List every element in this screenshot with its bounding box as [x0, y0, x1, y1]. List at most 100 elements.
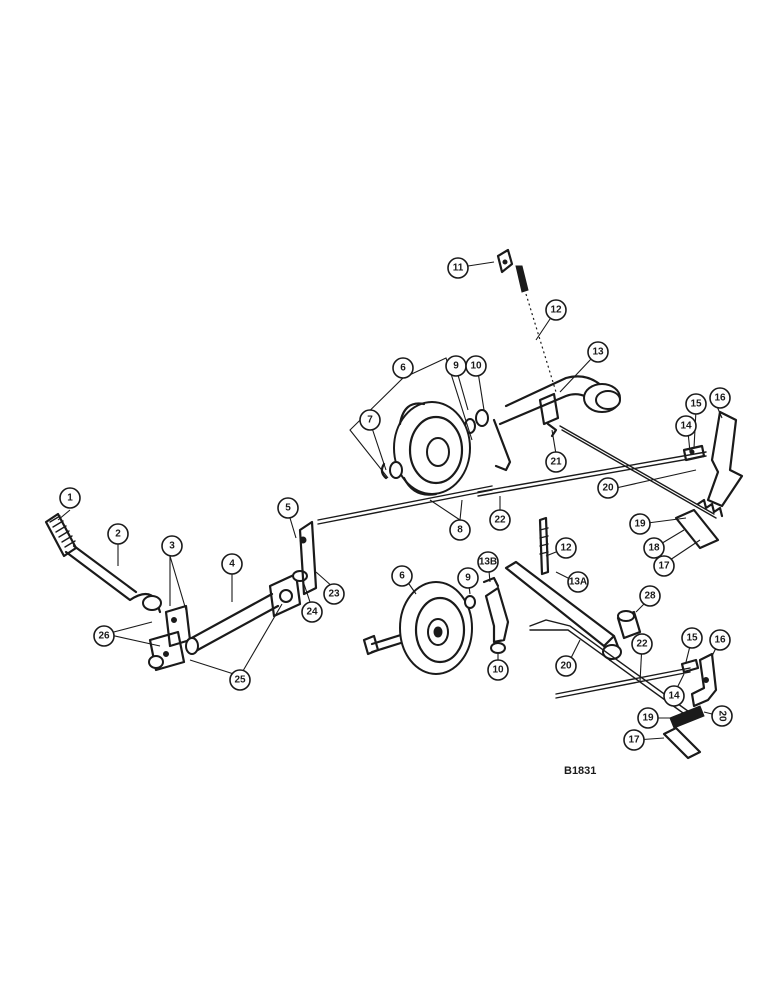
- flange-bore: [279, 589, 293, 603]
- callout-18: 18: [643, 537, 665, 559]
- callouts: 1 2 3 4 5 6 7 8 9 10 11 12 13 21 14 15 1…: [59, 257, 733, 751]
- bushing: [292, 570, 308, 582]
- svg-text:20: 20: [560, 661, 572, 672]
- callout-17-lower: 17: [623, 729, 645, 751]
- svg-text:18: 18: [648, 543, 660, 554]
- callout-13b: 13B: [477, 551, 499, 573]
- svg-text:2: 2: [115, 529, 121, 540]
- svg-text:26: 26: [98, 631, 110, 642]
- svg-text:22: 22: [494, 515, 506, 526]
- callout-6-lower: 6: [391, 565, 413, 587]
- svg-text:20: 20: [602, 483, 614, 494]
- callout-26: 26: [93, 625, 115, 647]
- svg-text:6: 6: [399, 571, 405, 582]
- lower-bracket: [484, 586, 510, 644]
- callout-19-upper: 19: [629, 513, 651, 535]
- callout-8: 8: [449, 519, 471, 541]
- svg-text:13A: 13A: [569, 577, 587, 588]
- svg-text:23: 23: [328, 589, 340, 600]
- washer: [475, 409, 489, 427]
- callout-9-upper: 9: [445, 355, 467, 377]
- lower-arm: [504, 560, 622, 662]
- pulley-groove: [414, 596, 466, 664]
- svg-text:17: 17: [658, 561, 670, 572]
- mount-bracket: [496, 248, 514, 274]
- svg-text:11: 11: [453, 263, 464, 274]
- nut: [464, 595, 476, 609]
- callout-12-lower: 12: [555, 537, 577, 559]
- svg-text:5: 5: [285, 503, 291, 514]
- svg-text:20: 20: [717, 710, 728, 722]
- svg-text:7: 7: [367, 415, 373, 426]
- callout-4: 4: [221, 553, 243, 575]
- svg-text:9: 9: [465, 573, 471, 584]
- spring-lower: [669, 705, 705, 729]
- svg-text:15: 15: [686, 633, 698, 644]
- washer: [148, 655, 164, 669]
- pulley-rim: [398, 402, 438, 496]
- callout-22-upper: 22: [489, 509, 511, 531]
- washer: [389, 461, 403, 479]
- clevis: [682, 444, 706, 462]
- svg-text:14: 14: [668, 691, 680, 702]
- clevis-pin: [689, 449, 695, 455]
- pulley-bore: [433, 626, 443, 638]
- svg-text:9: 9: [453, 361, 459, 372]
- callout-20-rotated: 20: [711, 705, 733, 727]
- callout-11: 11: [447, 257, 469, 279]
- svg-text:8: 8: [457, 525, 463, 536]
- callout-28: 28: [639, 585, 661, 607]
- svg-text:10: 10: [492, 665, 504, 676]
- svg-text:19: 19: [634, 519, 646, 530]
- bushing-top: [617, 610, 635, 622]
- bolt-thread: [539, 527, 549, 555]
- bolt-head: [362, 634, 380, 656]
- bushing: [490, 642, 506, 654]
- svg-text:13B: 13B: [479, 557, 497, 568]
- spring: [696, 498, 724, 518]
- lower-idler-assembly: [362, 516, 718, 760]
- snap-ring: [380, 462, 388, 480]
- callout-24: 24: [301, 601, 323, 623]
- svg-text:15: 15: [690, 399, 702, 410]
- cross-shaft: [186, 592, 280, 654]
- callout-15-upper: 15: [685, 393, 707, 415]
- callout-13a: 13A: [567, 571, 589, 593]
- shaft-end: [185, 637, 199, 655]
- callout-23: 23: [323, 583, 345, 605]
- callout-16-upper: 16: [709, 387, 731, 409]
- bolt-path: [525, 293, 557, 393]
- svg-text:6: 6: [400, 363, 406, 374]
- arm-tube-end: [595, 390, 621, 410]
- svg-text:16: 16: [714, 635, 726, 646]
- callout-5: 5: [277, 497, 299, 519]
- callout-2: 2: [107, 523, 129, 545]
- callout-20-upper: 20: [597, 477, 619, 499]
- svg-text:19: 19: [642, 713, 654, 724]
- callout-25: 25: [229, 669, 251, 691]
- svg-text:25: 25: [234, 675, 246, 686]
- callout-14-lower: 14: [663, 685, 685, 707]
- grip-knurl: [49, 515, 76, 548]
- pin-5: [299, 536, 307, 544]
- linkage-bracket: [706, 410, 744, 508]
- lever-hub: [142, 595, 162, 611]
- linkage-bracket-lower: [690, 652, 718, 708]
- upper-idler-assembly: [380, 248, 744, 550]
- bracket-hole: [163, 651, 169, 657]
- bracket-hole: [171, 617, 177, 623]
- shaft-arm: [298, 520, 318, 596]
- callout-19-lower: 19: [637, 707, 659, 729]
- callout-20-lower: 20: [555, 655, 577, 677]
- callout-16-lower: 16: [709, 629, 731, 651]
- callout-9-lower: 9: [457, 567, 479, 589]
- callout-13: 13: [587, 341, 609, 363]
- arm-end: [602, 644, 622, 660]
- arm-bracket: [538, 392, 560, 426]
- control-rod: [317, 485, 493, 525]
- flange-plate: [268, 572, 302, 618]
- pulley-hub: [426, 437, 450, 467]
- flat-bar-lower: [662, 726, 702, 760]
- pin-13b: [482, 576, 500, 588]
